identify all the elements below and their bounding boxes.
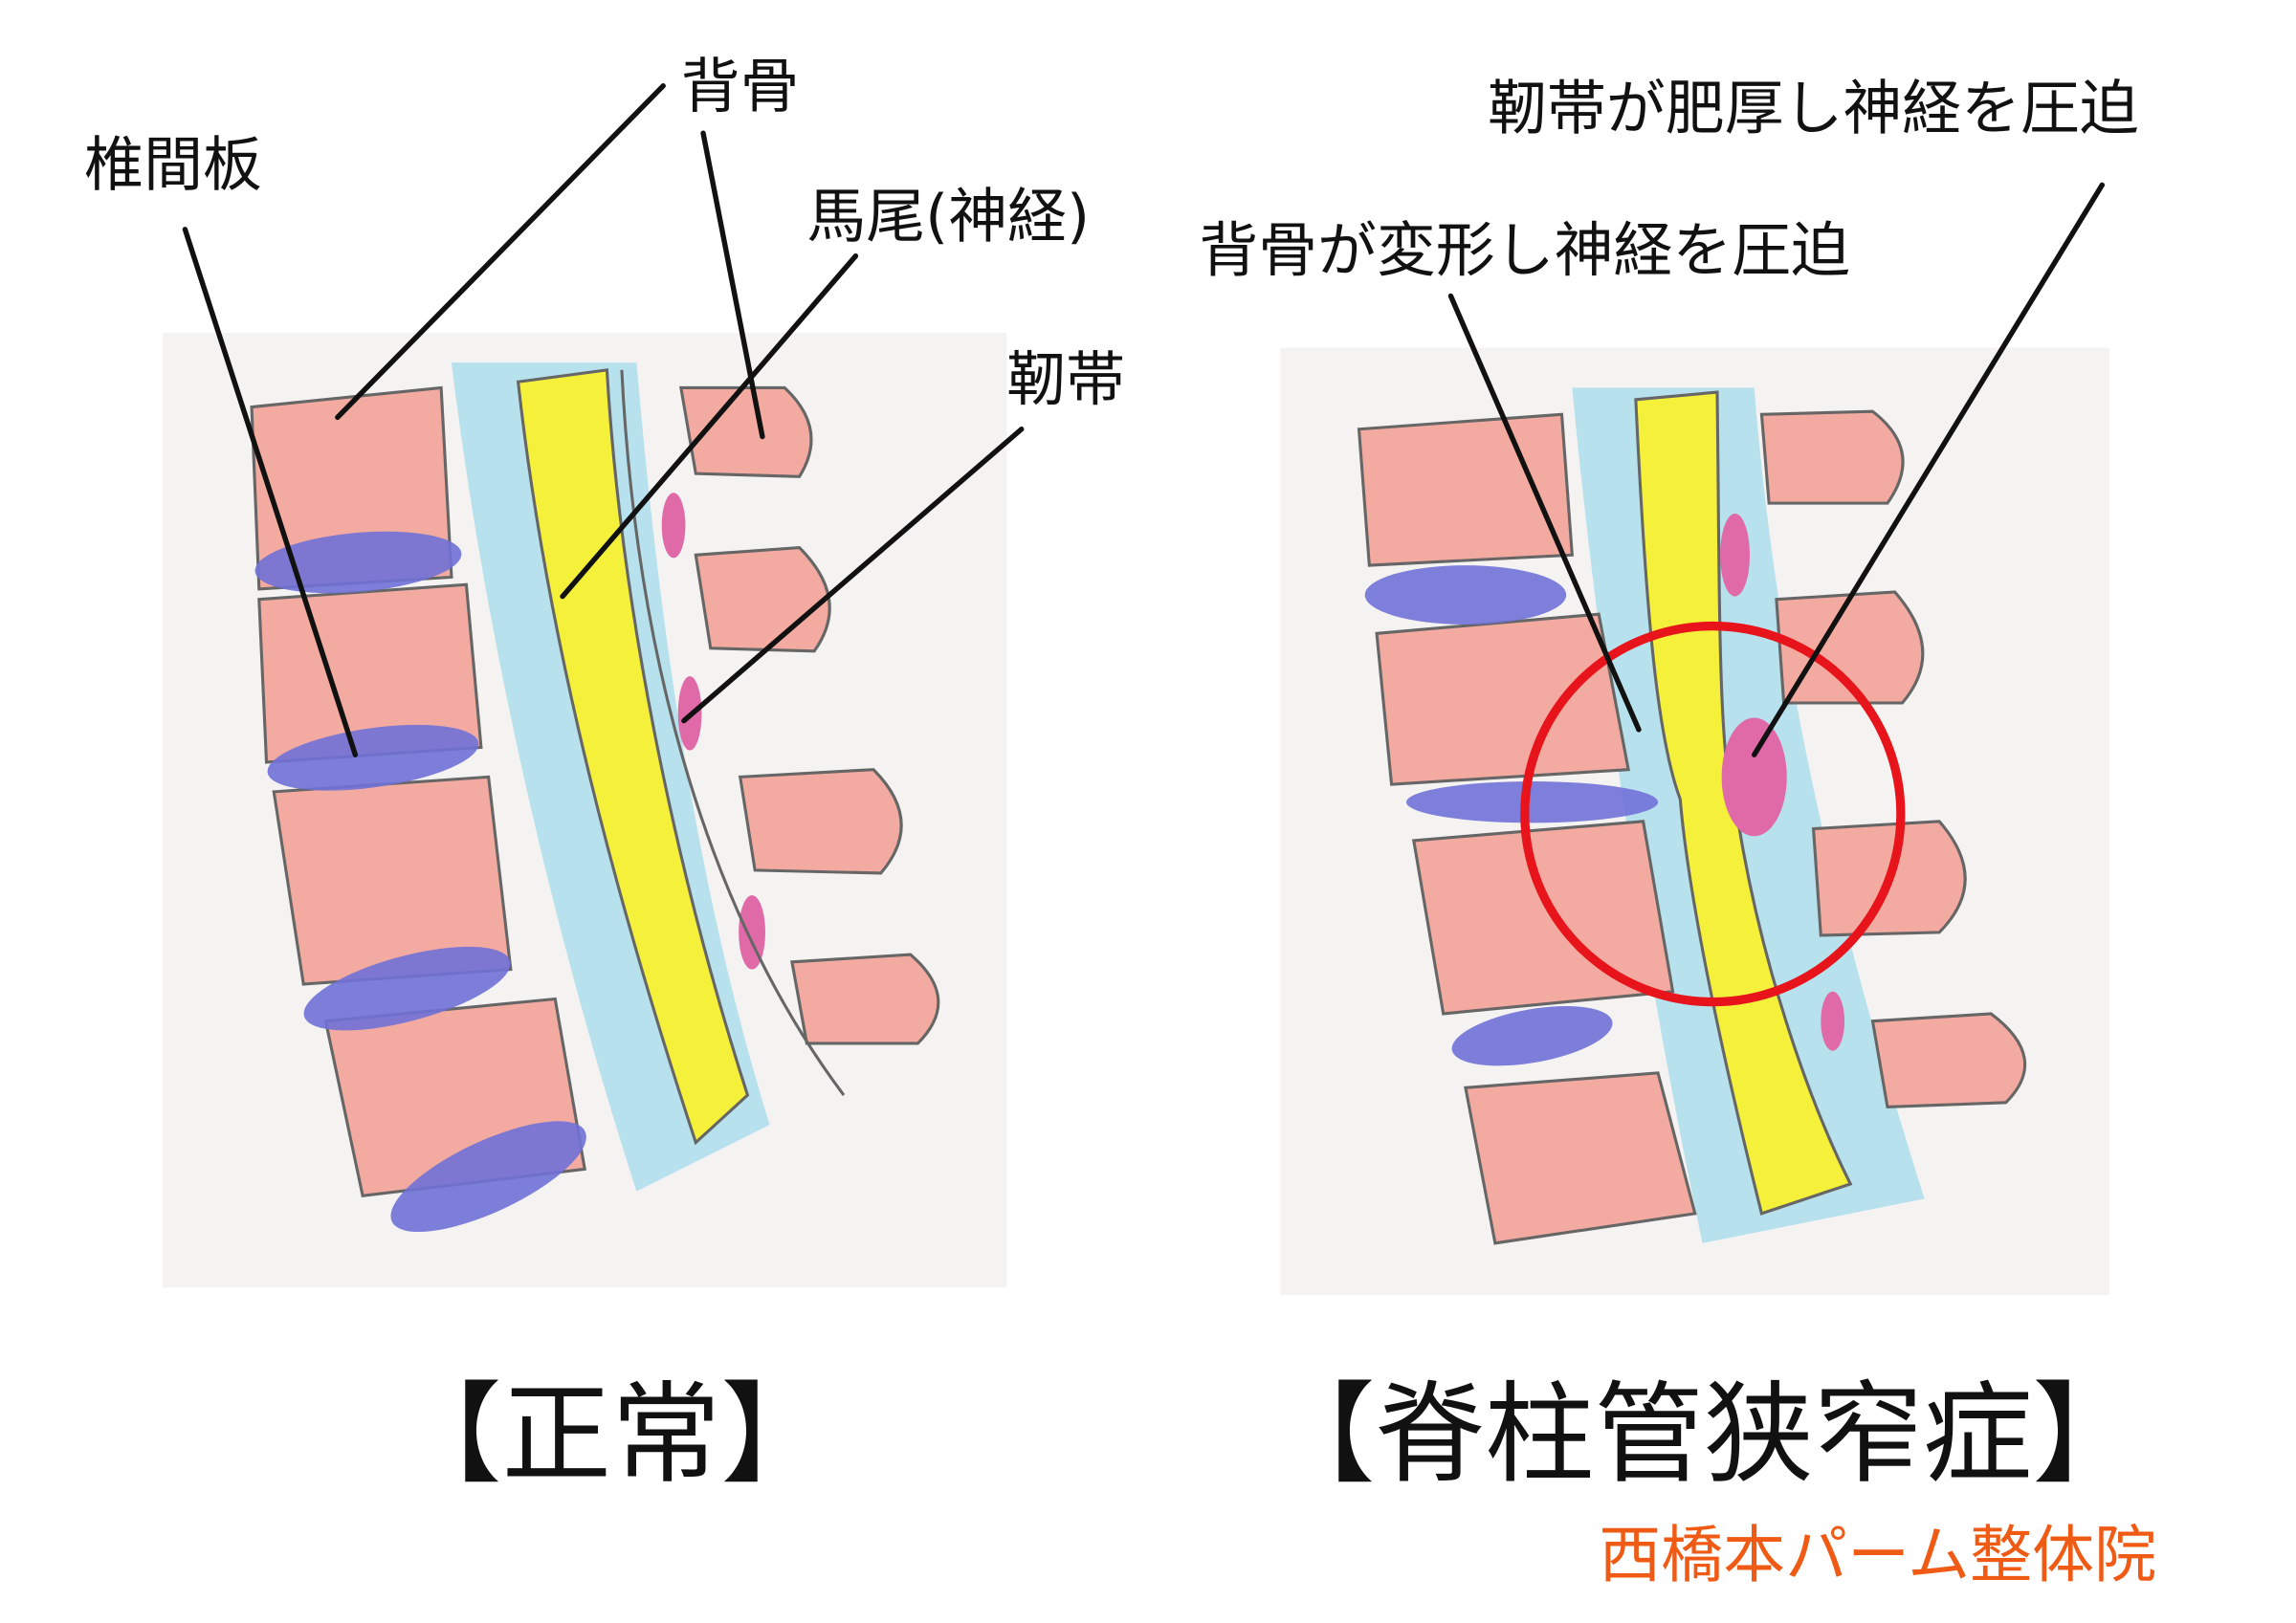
ligament (661, 493, 686, 559)
intervertebral-discs (254, 531, 586, 1233)
label-ligament-thickened: 靭帯が肥厚し神経を圧迫 (1488, 75, 2139, 143)
vertebra (272, 775, 513, 986)
leader-vertebra-process (700, 130, 765, 440)
spinous-processes (1759, 409, 2027, 1109)
normal-spine-illustration (163, 333, 1007, 1288)
vertebra (1464, 1071, 1697, 1245)
compressed-nerve (1634, 390, 1853, 1216)
leader-ligament (681, 427, 1025, 724)
spinous-process (738, 768, 903, 875)
spinous-process (1870, 1012, 2027, 1109)
disc (1406, 781, 1659, 823)
vertebra (1375, 612, 1630, 786)
clinic-watermark: 西橋本パーム整体院 (1599, 1520, 2156, 1591)
leader-bone-deformed (1447, 293, 1642, 733)
title-normal: 【正常】 (392, 1372, 830, 1500)
disc (267, 724, 479, 791)
vertebral-bodies (250, 385, 587, 1198)
canal-wall (620, 369, 846, 1097)
leader-vertebra-body (335, 83, 666, 421)
disc (254, 531, 462, 594)
disc (1451, 1006, 1613, 1066)
ligament (739, 895, 766, 970)
spinous-process (1775, 590, 1925, 705)
disc (390, 1121, 586, 1233)
ligament (1821, 991, 1845, 1051)
spinous-process (694, 545, 831, 653)
vertebra (1357, 412, 1574, 567)
cauda-equina-nerve (516, 368, 750, 1146)
spinous-process (678, 385, 813, 478)
leader-lines (182, 83, 2106, 757)
disc (1364, 565, 1567, 625)
leader-nerve (560, 252, 859, 600)
label-bone-deformed: 背骨が変形し神経を圧迫 (1199, 216, 1850, 285)
label-disc: 椎間板 (84, 130, 262, 199)
label-cauda-equina: 馬尾(神経) (806, 183, 1090, 252)
intervertebral-discs (1364, 565, 1659, 1066)
spinous-process (1759, 409, 1905, 505)
ligaments (1720, 513, 1845, 1051)
title-stenosis: 【脊柱管狭窄症】 (1266, 1372, 2142, 1500)
disc (303, 946, 511, 1031)
label-vertebra: 背骨 (681, 52, 800, 121)
ligament (1720, 513, 1751, 597)
thickened-ligament (1721, 717, 1787, 837)
leader-disc (182, 227, 359, 757)
compression-highlight-circle (1520, 621, 1906, 1007)
label-ligament: 靭帯 (1006, 345, 1125, 414)
spinous-process (790, 953, 940, 1045)
stenosis-spine-illustration (1280, 347, 2110, 1295)
leader-ligament-thickened (1751, 182, 2106, 757)
